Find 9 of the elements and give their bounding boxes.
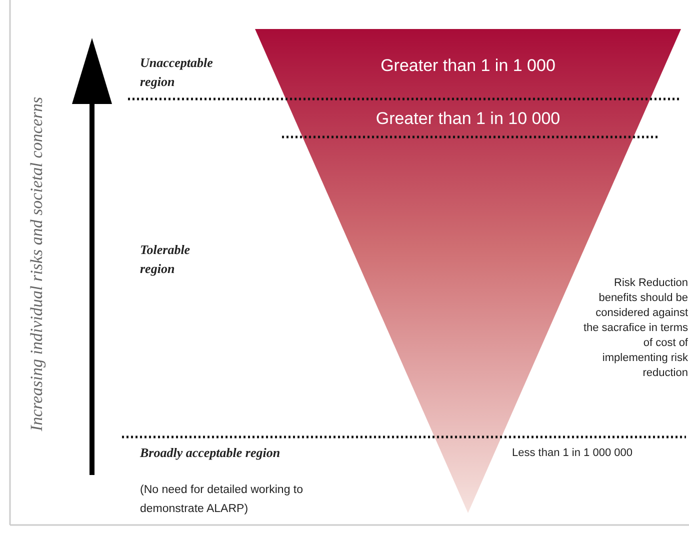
region-label: Tolerable region xyxy=(140,241,192,278)
region-label: Broadly acceptable region xyxy=(140,444,282,461)
risk-level-text: Greater than 1 in 10 000 xyxy=(374,108,562,130)
risk-level-text: Greater than 1 in 1 000 xyxy=(380,55,556,77)
note-text: Risk Reduction benefits should be considered against the sacrafice in terms of cost of implementing risk reduction xyxy=(582,276,688,381)
note-text: (No need for detailed working to demonstrate ALARP) xyxy=(140,483,304,517)
region-label: Unacceptable region xyxy=(140,54,214,91)
axis-label: Increasing individual risks and societal concerns xyxy=(27,96,47,434)
threshold-label: Less than 1 in 1 000 000 xyxy=(512,446,634,461)
